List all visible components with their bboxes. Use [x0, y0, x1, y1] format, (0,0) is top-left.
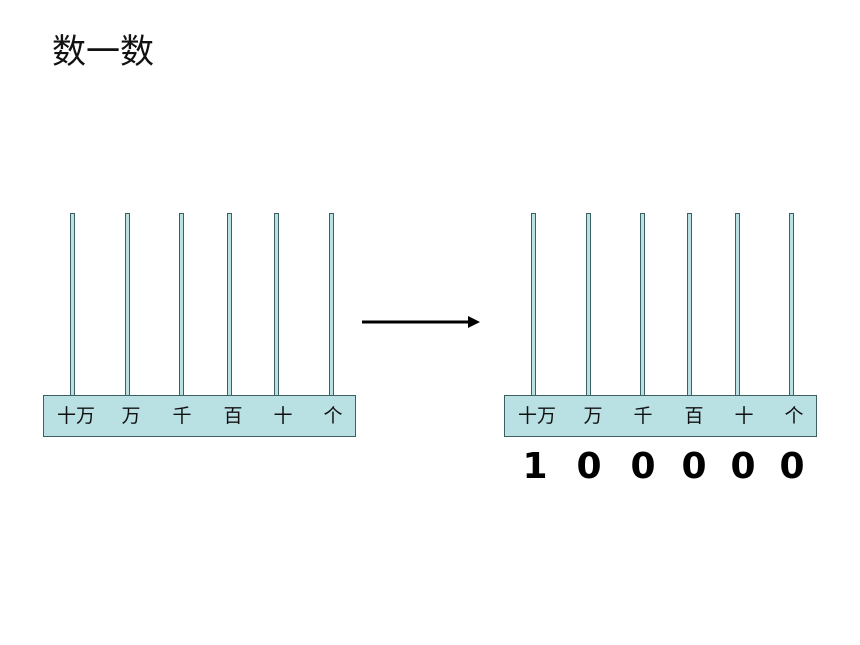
- place-label-ten-thousands: 万: [583, 405, 603, 427]
- abacus-rod-thousands: [640, 213, 645, 396]
- place-label-tens: 十: [273, 405, 293, 427]
- digit-hundred-thousands: 1: [522, 446, 548, 487]
- abacus-rod-hundreds: [227, 213, 232, 396]
- place-label-tens: 十: [734, 405, 754, 427]
- abacus-rod-tens: [274, 213, 279, 396]
- place-label-ten-thousands: 万: [121, 405, 141, 427]
- place-label-hundreds: 百: [684, 405, 704, 427]
- right-arrow-icon: [362, 316, 480, 328]
- abacus-base: [43, 395, 356, 437]
- abacus-rod-ten-thousands: [586, 213, 591, 396]
- digit-ones: 0: [779, 446, 805, 487]
- abacus-rod-thousands: [179, 213, 184, 396]
- abacus-rod-hundreds: [687, 213, 692, 396]
- abacus-base: [504, 395, 817, 437]
- abacus-rod-ones: [789, 213, 794, 396]
- place-label-thousands: 千: [172, 405, 192, 427]
- place-label-thousands: 千: [633, 405, 653, 427]
- digit-thousands: 0: [630, 446, 656, 487]
- abacus-rod-tens: [735, 213, 740, 396]
- place-label-ones: 个: [323, 405, 343, 427]
- place-label-hundred-thousands: 十万: [517, 405, 557, 427]
- slide-title: 数一数: [52, 32, 154, 72]
- abacus-rod-ten-thousands: [125, 213, 130, 396]
- digit-ten-thousands: 0: [576, 446, 602, 487]
- digit-hundreds: 0: [681, 446, 707, 487]
- abacus-rod-ones: [329, 213, 334, 396]
- place-label-hundred-thousands: 十万: [56, 405, 96, 427]
- place-label-ones: 个: [784, 405, 804, 427]
- abacus-rod-hundred-thousands: [70, 213, 75, 396]
- abacus-rod-hundred-thousands: [531, 213, 536, 396]
- digit-tens: 0: [730, 446, 756, 487]
- place-label-hundreds: 百: [223, 405, 243, 427]
